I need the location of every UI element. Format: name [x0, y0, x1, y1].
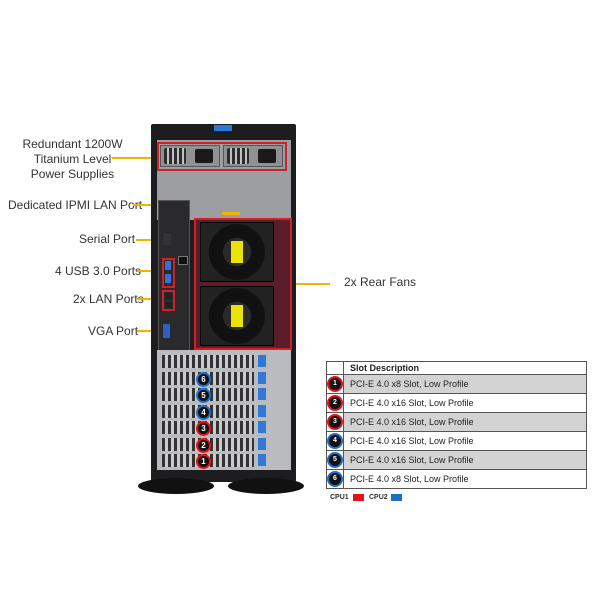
lan-callout-line [137, 298, 162, 300]
slot-number-cell: 4 [326, 431, 344, 451]
usb-port-1 [165, 261, 171, 270]
legend-cpu2-label: CPU2 [369, 494, 388, 501]
chassis-foot-left [138, 478, 214, 494]
chassis-slot-number: 3 [196, 421, 211, 436]
slot-number-badge: 5 [327, 452, 343, 468]
legend-cpu2-swatch [391, 494, 402, 501]
slot-clip [258, 388, 266, 400]
slot-clip [258, 454, 266, 466]
slot-description-cell: PCI-E 4.0 x16 Slot, Low Profile [343, 393, 587, 413]
slot-number-cell: 6 [326, 469, 344, 489]
slot-number-badge: 4 [327, 433, 343, 449]
usb-ports-highlight [162, 258, 175, 288]
rear-fan-2 [200, 286, 274, 346]
power-supplies-label-line3: Power Supplies [30, 167, 115, 181]
chassis-slot-number: 6 [196, 371, 211, 387]
chassis-slot-number: 1 [196, 454, 211, 469]
vga-port-label: VGA Port [88, 324, 139, 338]
slot-description-cell: PCI-E 4.0 x8 Slot, Low Profile [343, 469, 587, 489]
vga-callout-line [137, 330, 162, 332]
slot-number-cell: 5 [326, 450, 344, 470]
table-header-row: Slot Description [326, 361, 587, 375]
slot-clip [258, 404, 266, 417]
ipmi-label: Dedicated IPMI LAN Port [8, 198, 143, 212]
slot-number-cell: 2 [326, 393, 344, 413]
rear-fans-label: 2x Rear Fans [344, 275, 417, 289]
lan-port-2 [165, 302, 172, 308]
lan-ports-highlight [162, 290, 175, 311]
fan-tab-marker [222, 212, 240, 215]
slot-clip [258, 437, 266, 450]
legend-cpu1-label: CPU1 [330, 494, 349, 501]
lan-ports-label: 2x LAN Ports [73, 292, 144, 306]
usb-port-2 [165, 274, 171, 283]
slot-number-badge: 2 [327, 395, 343, 411]
usb-ports-label: 4 USB 3.0 Ports [55, 264, 142, 278]
ipmi-lan-port [178, 256, 188, 265]
slot-clip [258, 421, 266, 433]
slot-number-cell: 1 [326, 374, 344, 394]
chassis-foot-right [228, 478, 304, 494]
slot-description-cell: PCI-E 4.0 x16 Slot, Low Profile [343, 450, 587, 470]
table-header-num [326, 361, 344, 375]
legend-cpu1-swatch [353, 494, 364, 501]
pcie-slot-bracket [162, 355, 254, 368]
power-supplies-label-line1: Redundant 1200W [22, 137, 123, 151]
power-supply-2 [223, 145, 283, 167]
table-header-description: Slot Description [343, 361, 587, 375]
slot-description-cell: PCI-E 4.0 x16 Slot, Low Profile [343, 431, 587, 451]
chassis-badge [214, 125, 232, 131]
chassis-slot-number: 4 [196, 404, 211, 420]
slot-description-cell: PCI-E 4.0 x8 Slot, Low Profile [343, 374, 587, 394]
slot-clip [258, 355, 266, 367]
slot-number-badge: 3 [327, 414, 343, 430]
slot-number-cell: 3 [326, 412, 344, 432]
serial-port-label: Serial Port [79, 232, 136, 246]
serial-port [163, 233, 171, 245]
usb-callout-line [137, 270, 162, 272]
power-supplies-callout-line [112, 157, 157, 159]
power-supplies-label: Redundant 1200W Titanium Level Power Sup… [10, 137, 135, 182]
slot-clip [258, 371, 266, 384]
power-supplies-label-line2: Titanium Level [33, 152, 112, 166]
rear-fan-1 [200, 222, 274, 282]
chassis-slot-number: 2 [196, 437, 211, 453]
slot-number-badge: 6 [327, 471, 343, 487]
serial-callout-line [136, 239, 161, 241]
vga-port [163, 324, 170, 338]
power-supply-1 [160, 145, 220, 167]
slot-number-badge: 1 [327, 376, 343, 392]
chassis-slot-number: 5 [196, 388, 211, 403]
fans-callout-line [292, 283, 330, 285]
power-supplies-highlight [157, 142, 287, 171]
lan-port-1 [165, 293, 172, 299]
slot-description-cell: PCI-E 4.0 x16 Slot, Low Profile [343, 412, 587, 432]
